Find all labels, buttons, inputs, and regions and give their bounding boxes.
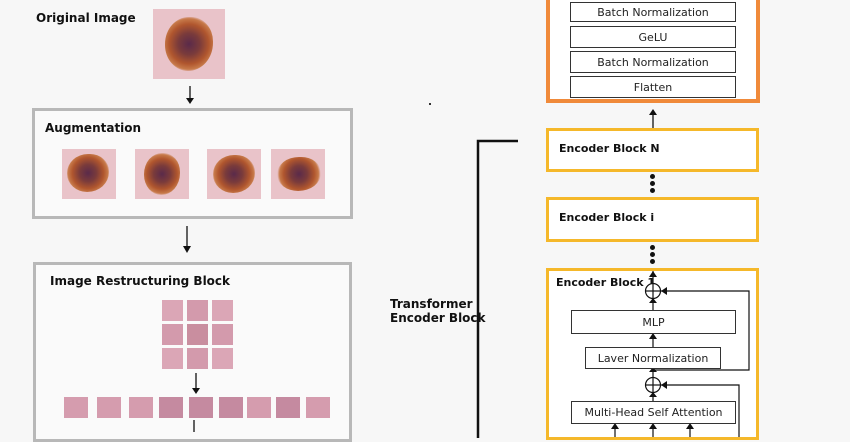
sequence-patch [276,397,300,418]
patch-tile [212,324,233,345]
sequence-patch [129,397,153,418]
patch-tile [212,300,233,321]
ellipsis-dot [650,188,655,193]
original-image-title: Original Image [36,11,136,25]
encoder-block-i: Encoder Block i [546,197,759,242]
head-layer-batchnorm-2: Batch Normalization [570,51,736,73]
sequence-patch [64,397,88,418]
augmented-image-2 [135,149,189,199]
transformer-label-line1: Transformer [390,297,473,311]
classification-head: Batch Normalization GeLU Batch Normaliza… [546,0,760,103]
lesion-shape [144,153,180,195]
mlp-layer: MLP [571,310,736,334]
image-restructuring-panel: Image Restructuring Block [33,262,352,442]
patch-tile [187,324,208,345]
sequence-patch [97,397,121,418]
multi-head-self-attention: Multi-Head Self Attention [571,401,736,424]
head-layer-batchnorm-1: Batch Normalization [570,2,736,22]
ellipsis-dot [650,174,655,179]
arrow-sequence-down [193,420,195,432]
augmented-image-4 [271,149,325,199]
patch-tile [212,348,233,369]
arrow-grid-to-sequence [192,373,200,394]
transformer-label-line2: Encoder Block [390,311,486,325]
head-layer-gelu: GeLU [570,26,736,48]
arrow-encoder-to-head [649,109,657,130]
transformer-bracket [476,139,518,438]
augmented-image-3 [207,149,261,199]
encoder-block-n: Encoder Block N [546,128,759,172]
patch-tile [162,348,183,369]
sequence-patch [159,397,183,418]
encoder-block-i-label: Encoder Block i [559,211,655,224]
augmentation-panel: Augmentation [32,108,353,219]
original-image [153,9,225,79]
transformer-label: Transformer Encoder Block [390,297,486,325]
ellipsis-dot [650,245,655,250]
sequence-patch [219,397,243,418]
patch-tile [162,324,183,345]
image-restructuring-title: Image Restructuring Block [50,274,231,288]
stray-dot [429,103,431,105]
encoder-block-1-label: Encoder Block 1 [556,276,656,289]
ellipsis-dot [650,181,655,186]
head-layer-flatten: Flatten [570,76,736,98]
sequence-patch [247,397,271,418]
arrow-original-to-augmentation [186,86,194,104]
patch-tile [187,348,208,369]
augmentation-title: Augmentation [45,121,142,135]
encoder-block-1: Encoder Block 1 [546,268,759,440]
encoder-block-1-connections [611,271,750,437]
sequence-patch [189,397,213,418]
patch-tile [162,300,183,321]
layer-normalization: Laver Normalization [585,347,721,369]
lesion-shape [213,155,255,193]
sequence-patch [306,397,330,418]
encoder-block-n-label: Encoder Block N [559,142,660,155]
arrow-augmentation-to-restructuring [183,226,191,253]
patch-tile [187,300,208,321]
lesion-shape [67,154,109,192]
ellipsis-dot [650,252,655,257]
lesion-shape [165,17,213,71]
ellipsis-dot [650,259,655,264]
lesion-shape [277,157,321,191]
augmented-image-1 [62,149,116,199]
